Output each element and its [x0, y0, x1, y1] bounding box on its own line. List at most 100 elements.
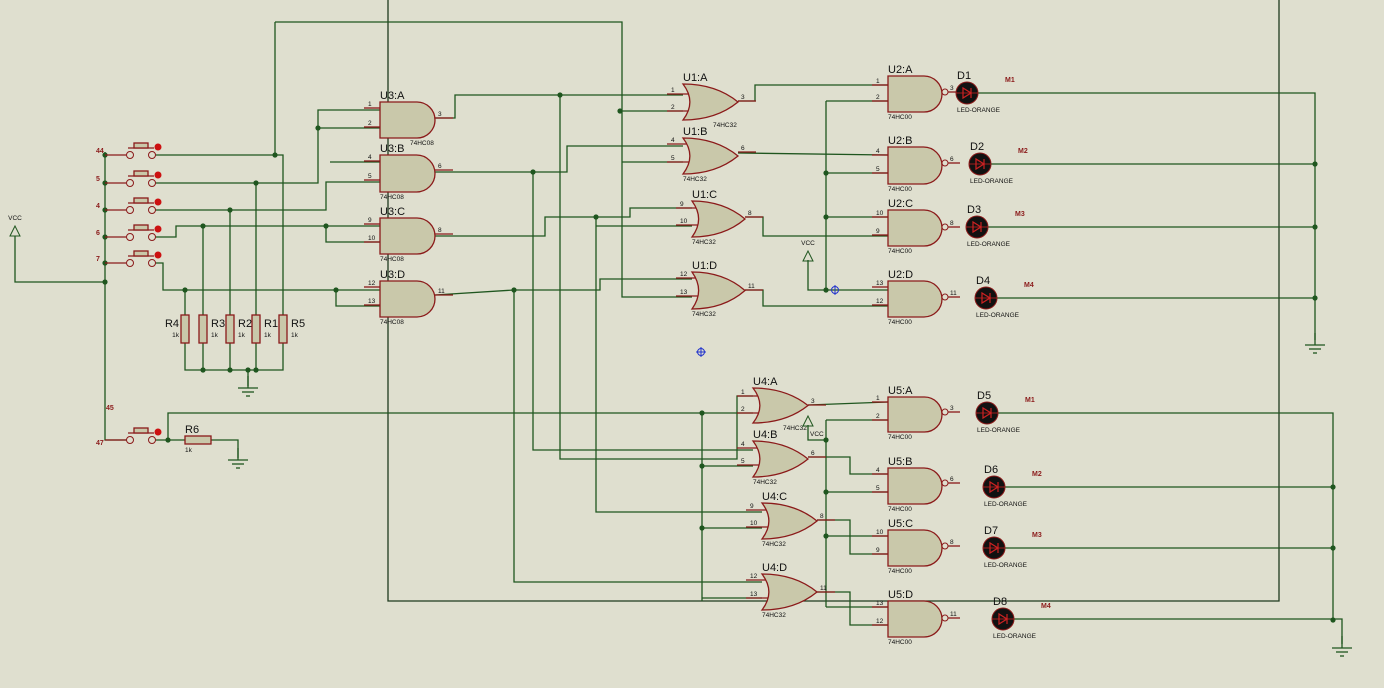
junction-dot	[245, 367, 251, 373]
junction-dot	[511, 287, 517, 293]
inverter-bubble	[941, 293, 949, 301]
gate-ref: U4:D	[762, 562, 787, 574]
junction-dot	[272, 152, 278, 158]
gate-part: 74HC00	[888, 568, 912, 575]
ground-symbol	[228, 448, 248, 469]
pin-number: 2	[876, 94, 880, 101]
gate-ref: U5:B	[888, 456, 912, 468]
vcc-label: VCC	[810, 431, 824, 438]
junction-dot	[557, 92, 563, 98]
gate-ref: U4:A	[753, 376, 778, 388]
gate-ref: U2:B	[888, 135, 912, 147]
gate-ref: U2:C	[888, 198, 913, 210]
push-button-switch[interactable]: 4	[96, 197, 162, 214]
pin-number: 10	[680, 218, 688, 225]
wire	[211, 439, 239, 458]
gate-body	[887, 600, 943, 638]
junction-dot	[165, 437, 171, 443]
junction-dot	[333, 287, 339, 293]
pin-number: 2	[671, 104, 675, 111]
junction-dot	[1330, 484, 1336, 490]
wire	[745, 289, 888, 307]
resistor-value: 1k	[211, 332, 219, 339]
gate-part: 74HC00	[888, 248, 912, 255]
pin-number: 13	[876, 600, 884, 607]
gate-part: 74HC00	[888, 639, 912, 646]
resistor-value: 1k	[185, 447, 193, 454]
ground-symbol	[1305, 333, 1325, 354]
pin-number: 4	[671, 137, 675, 144]
pin-number: 11	[950, 290, 957, 297]
junction-dot	[823, 533, 829, 539]
pin-number: 6	[811, 450, 815, 457]
gate-ref: U2:A	[888, 64, 913, 76]
pin-number: 10	[368, 235, 376, 242]
pin-number: 1	[741, 389, 745, 396]
led-ref: D4	[976, 275, 990, 287]
gate-ref: U1:D	[692, 260, 717, 272]
ground-symbol	[238, 376, 258, 397]
pin-number: 6	[950, 156, 954, 163]
net-label: M4	[1041, 603, 1051, 610]
led-part: LED-ORANGE	[970, 178, 1014, 185]
gate-body	[690, 200, 747, 238]
resistor-ref: R1	[264, 318, 278, 330]
vcc-power-terminal: VCC	[802, 414, 824, 438]
push-button-switch[interactable]: 44	[96, 142, 162, 159]
gate-body	[379, 280, 436, 318]
pin-number: 5	[876, 485, 880, 492]
gate-body	[681, 137, 740, 175]
gate-part: 74HC32	[753, 479, 777, 486]
junction-dot	[253, 367, 259, 373]
junction-dot	[227, 207, 233, 213]
junction-dot	[1312, 224, 1318, 230]
resistor-value: 1k	[291, 332, 299, 339]
wire	[434, 278, 692, 296]
pin-number: 1	[671, 87, 675, 94]
led-part: LED-ORANGE	[967, 241, 1011, 248]
pin-number: 5	[671, 155, 675, 162]
pin-number: 12	[750, 573, 758, 580]
net-label: M4	[1024, 282, 1034, 289]
gate-ref: U1:A	[683, 72, 708, 84]
push-button-switch[interactable]: 7	[96, 250, 162, 267]
wire	[184, 343, 284, 371]
wire	[435, 145, 683, 173]
switch-state-indicator	[154, 225, 162, 233]
inverter-bubble	[941, 223, 949, 231]
gate-part: 74HC32	[683, 176, 707, 183]
pin-number: 2	[876, 413, 880, 420]
push-button-switch[interactable]: 5	[96, 170, 162, 187]
gate-part: 74HC08	[410, 140, 434, 147]
pin-number: 3	[438, 111, 442, 118]
gate-ref: U3:A	[380, 90, 405, 102]
junction-dot	[102, 279, 108, 285]
gate-part: 74HC32	[762, 612, 786, 619]
pin-number: 2	[368, 120, 372, 127]
junction-dot	[227, 367, 233, 373]
gate-part: 74HC08	[380, 319, 404, 326]
pin-number: 1	[876, 78, 880, 85]
switch-state-indicator	[154, 428, 162, 436]
push-button-switch[interactable]: 6	[96, 224, 162, 241]
junction-dot	[1312, 161, 1318, 167]
wire	[435, 207, 692, 237]
gate-body	[751, 440, 810, 478]
gate-ref: U2:D	[888, 269, 913, 281]
junction-dot	[823, 437, 829, 443]
